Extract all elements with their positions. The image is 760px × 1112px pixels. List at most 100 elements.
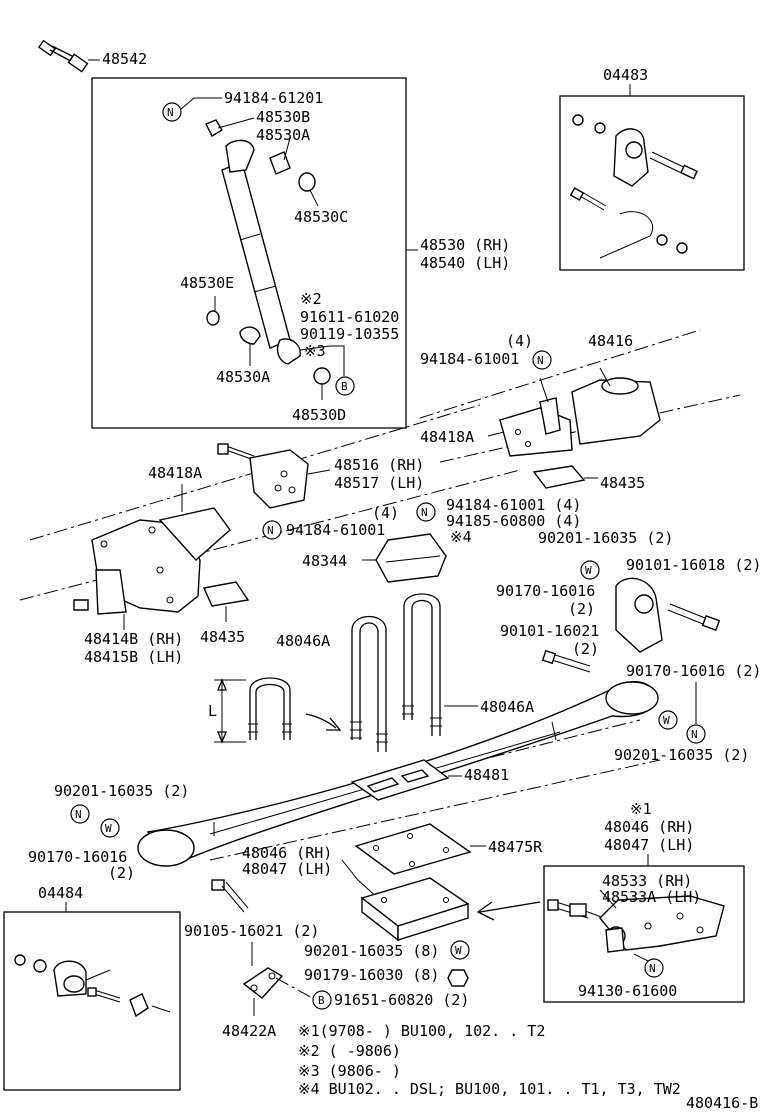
label-91611-61020: 91611-61020: [300, 308, 399, 326]
label-48542: 48542: [102, 50, 147, 68]
label-48530D: 48530D: [292, 406, 346, 424]
label-qty-2-a: (2): [568, 600, 595, 618]
washer-symbol: W: [100, 818, 120, 838]
nut-part: [447, 969, 469, 987]
label-90201-16035-c: 90201-16035 (2): [54, 782, 189, 800]
label-90119-10355: 90119-10355: [300, 325, 399, 343]
label-48047-lh-center: 48047 (LH): [242, 860, 332, 878]
label-94184-61001-b: 94184-61001: [286, 521, 385, 539]
detail-box-1: [543, 854, 745, 1003]
label-48435-left: 48435: [200, 628, 245, 646]
label-48530A-top: 48530A: [256, 126, 310, 144]
label-90170-16016-b: 90170-16016 (2): [626, 662, 760, 680]
nut-symbol: N: [262, 520, 282, 540]
label-48046A-right: 48046A: [480, 698, 534, 716]
bolt-symbol: B: [312, 990, 332, 1010]
nut-symbol: N: [416, 502, 436, 522]
nut-symbol: N: [644, 958, 664, 978]
svg-text:N: N: [537, 354, 544, 367]
label-48046A-left: 48046A: [276, 632, 330, 650]
label-94130-61600: 94130-61600: [578, 982, 677, 1000]
pad-48435-left-part: [203, 581, 250, 622]
label-90170-16016-a: 90170-16016: [496, 582, 595, 600]
bracket-48416-part: [499, 367, 661, 457]
label-48533-rh: 48533 (RH): [602, 872, 692, 890]
label-48540-lh: 48540 (LH): [420, 254, 510, 272]
washer-symbol: W: [658, 710, 678, 730]
nut-symbol: N: [686, 724, 706, 744]
spacer-48481-part: [350, 759, 462, 801]
bracket-48414B-part: [73, 507, 231, 630]
label-94184-61001-a: 94184-61001: [420, 350, 519, 368]
svg-text:W: W: [105, 822, 112, 835]
svg-text:B: B: [341, 380, 348, 393]
washer-symbol: W: [580, 560, 600, 580]
seat-lower-part: [360, 877, 541, 942]
svg-text:N: N: [691, 728, 698, 741]
label-94184-61201: 94184-61201: [224, 89, 323, 107]
label-90179-16030: 90179-16030 (8): [304, 966, 439, 984]
label-48046-rh-center: 48046 (RH): [242, 844, 332, 862]
label-90201-16035-b: 90201-16035 (2): [614, 746, 749, 764]
svg-text:N: N: [167, 106, 174, 119]
label-48516-rh: 48516 (RH): [334, 456, 424, 474]
svg-text:W: W: [585, 564, 592, 577]
footnote-1: ※1(9708- ) BU100, 102. . T2: [298, 1022, 545, 1040]
label-48414B-rh: 48414B (RH): [84, 630, 183, 648]
label-90170-16016-c: 90170-16016: [28, 848, 127, 866]
u-bolt-48046A-part: [350, 593, 442, 752]
kit-04483-box: [559, 84, 745, 271]
shock-absorber-box: [91, 77, 418, 429]
nut-symbol: N: [70, 804, 90, 824]
seat-48475R-part: [354, 823, 486, 875]
label-48530B: 48530B: [256, 108, 310, 126]
label-48422A: 48422A: [222, 1022, 276, 1040]
u-bolt-dimension-sketch: [214, 677, 342, 744]
label-dim-L: L: [208, 702, 217, 720]
label-48530C: 48530C: [294, 208, 348, 226]
label-48530A-bottom: 48530A: [216, 368, 270, 386]
label-90105-16021: 90105-16021 (2): [184, 922, 319, 940]
hanger-48516-part: [217, 443, 331, 509]
bump-stopper-48344-part: [362, 533, 447, 583]
kit-04484-box: [3, 902, 181, 1091]
label-48418A-left: 48418A: [148, 464, 202, 482]
label-91651-60820: 91651-60820 (2): [334, 991, 469, 1009]
svg-text:N: N: [75, 808, 82, 821]
label-48416: 48416: [588, 332, 633, 350]
label-48475R: 48475R: [488, 838, 543, 856]
label-qty-4-a: (4): [506, 332, 533, 350]
label-90101-16018: 90101-16018 (2): [626, 556, 760, 574]
label-48344: 48344: [302, 552, 347, 570]
svg-text:B: B: [318, 994, 325, 1007]
svg-text:N: N: [649, 962, 656, 975]
bolt-symbol: B: [335, 376, 355, 396]
footnote-3: ※3 (9806- ): [298, 1062, 401, 1080]
label-note-3: ※3: [304, 342, 326, 360]
bolt-90101-16021-part: [541, 649, 591, 673]
label-note-1: ※1: [630, 800, 652, 818]
label-48517-lh: 48517 (LH): [334, 474, 424, 492]
label-94185-60800: 94185-60800 (4): [446, 512, 581, 530]
label-48415B-lh: 48415B (LH): [84, 648, 183, 666]
label-qty-2-c: (2): [108, 864, 135, 882]
bolt-90105-16021-part: [211, 879, 249, 913]
label-48047-lh-right: 48047 (LH): [604, 836, 694, 854]
footnote-4: ※4 BU102. . DSL; BU100, 101. . T1, T3, T…: [298, 1080, 681, 1098]
label-04483: 04483: [603, 66, 648, 84]
pad-48435-right-part: [532, 465, 598, 489]
label-94184-61001-c: 94184-61001 (4): [446, 496, 581, 514]
footnote-2: ※2 ( -9806): [298, 1042, 401, 1060]
reference-code: 480416-B: [686, 1094, 758, 1112]
plate-48422A-part: [242, 942, 317, 1016]
label-48046-rh-right: 48046 (RH): [604, 818, 694, 836]
label-qty-2-b: (2): [572, 640, 599, 658]
shackle-right-part: [615, 577, 721, 653]
label-48533A-lh: 48533A (LH): [602, 888, 701, 906]
svg-text:W: W: [663, 714, 670, 727]
label-48481: 48481: [464, 766, 509, 784]
label-48435-right: 48435: [600, 474, 645, 492]
svg-text:N: N: [267, 524, 274, 537]
label-qty-4-b: (4): [372, 504, 399, 522]
